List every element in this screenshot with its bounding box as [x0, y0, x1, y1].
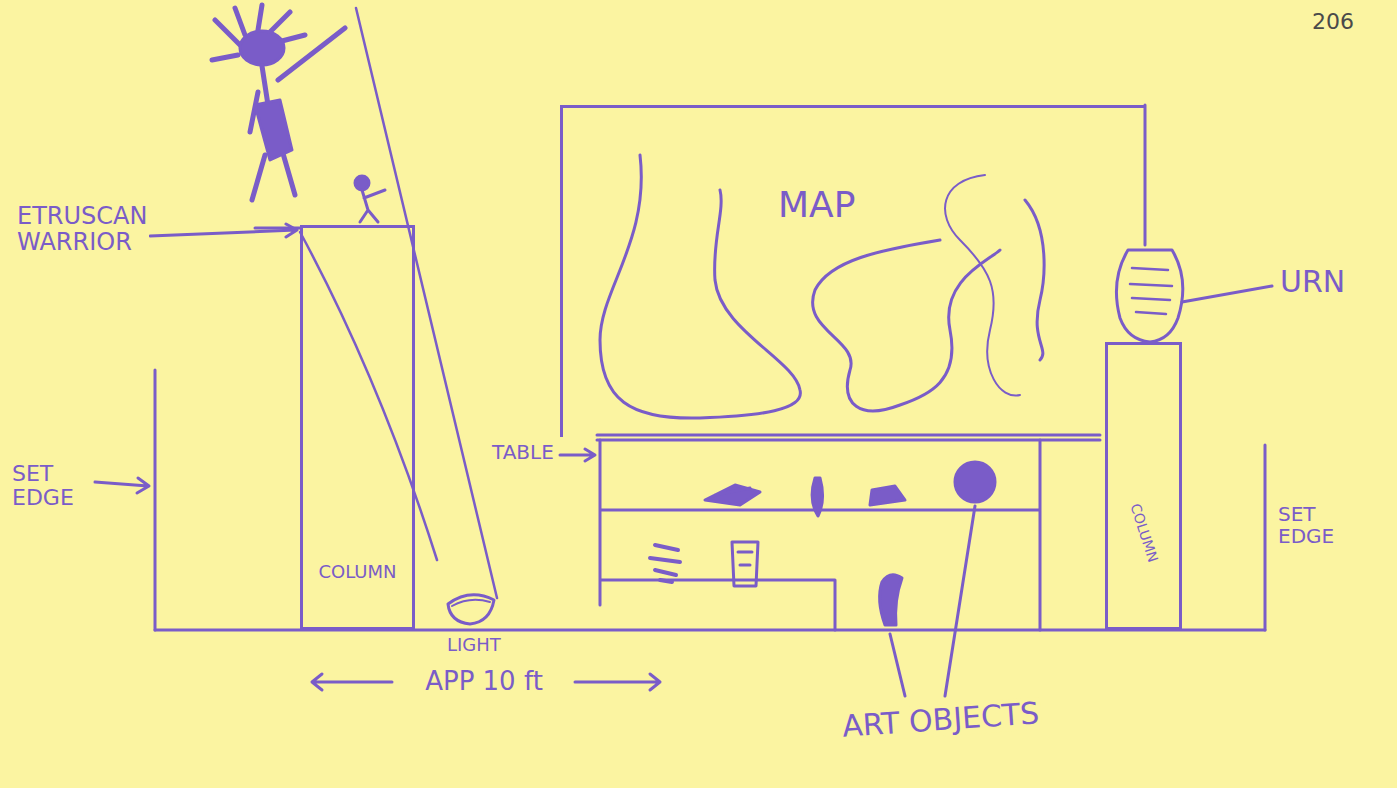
- map-coast: [945, 175, 1020, 396]
- light-symbol: [448, 595, 494, 624]
- art-object: [812, 478, 822, 516]
- leader-arrow: [95, 478, 149, 493]
- map-coast: [1025, 200, 1044, 360]
- column-label: COLUMN: [318, 563, 396, 582]
- dimension-arrow: [575, 674, 660, 690]
- column: COLUMN: [300, 225, 415, 630]
- art-object: [880, 575, 902, 625]
- part-label: LIGHT: [445, 635, 503, 654]
- art-object: [705, 485, 760, 505]
- edge-label: SET EDGE: [1276, 504, 1336, 547]
- art-object: [732, 542, 758, 586]
- column: COLUMN: [1105, 342, 1182, 630]
- art-object: [955, 462, 995, 502]
- leader-line: [890, 506, 975, 696]
- part-label: TABLE: [490, 442, 556, 464]
- figure-label: ETRUSCAN WARRIOR: [15, 204, 149, 256]
- art-object: [650, 545, 680, 582]
- small-figure: [355, 176, 369, 190]
- small-figure: [360, 190, 385, 222]
- edge-label: SET EDGE: [10, 462, 76, 510]
- map-edge: [1144, 105, 1147, 245]
- part-label: URN: [1278, 266, 1347, 298]
- light-symbol: [452, 600, 490, 606]
- part-label: ART OBJECTS: [839, 697, 1042, 743]
- art-object: [870, 486, 905, 505]
- map-coast: [600, 155, 800, 418]
- map-coast: [813, 240, 1000, 411]
- leader-line: [1182, 286, 1272, 302]
- set-edge-line: [1264, 445, 1267, 630]
- dimension-label: APP 10 ft: [423, 667, 545, 695]
- light-beam: [300, 232, 437, 560]
- dimension-arrow: [312, 674, 392, 690]
- leader-arrow: [150, 224, 297, 237]
- urn-symbol: [1116, 250, 1182, 342]
- table-top: [597, 435, 1100, 440]
- column-label: COLUMN: [1127, 502, 1160, 564]
- urn-symbol: [1130, 268, 1172, 314]
- set-edge-line: [154, 370, 157, 630]
- map-board: MAP: [560, 105, 1145, 437]
- light-beam: [356, 8, 497, 598]
- warrior-head: [240, 31, 284, 65]
- warrior-body: [255, 100, 292, 160]
- page-number: 206: [1310, 10, 1356, 34]
- leader-arrow: [560, 449, 595, 461]
- warrior-limbs: [250, 28, 345, 200]
- map-title: MAP: [778, 186, 855, 224]
- table-frame: [600, 440, 1040, 630]
